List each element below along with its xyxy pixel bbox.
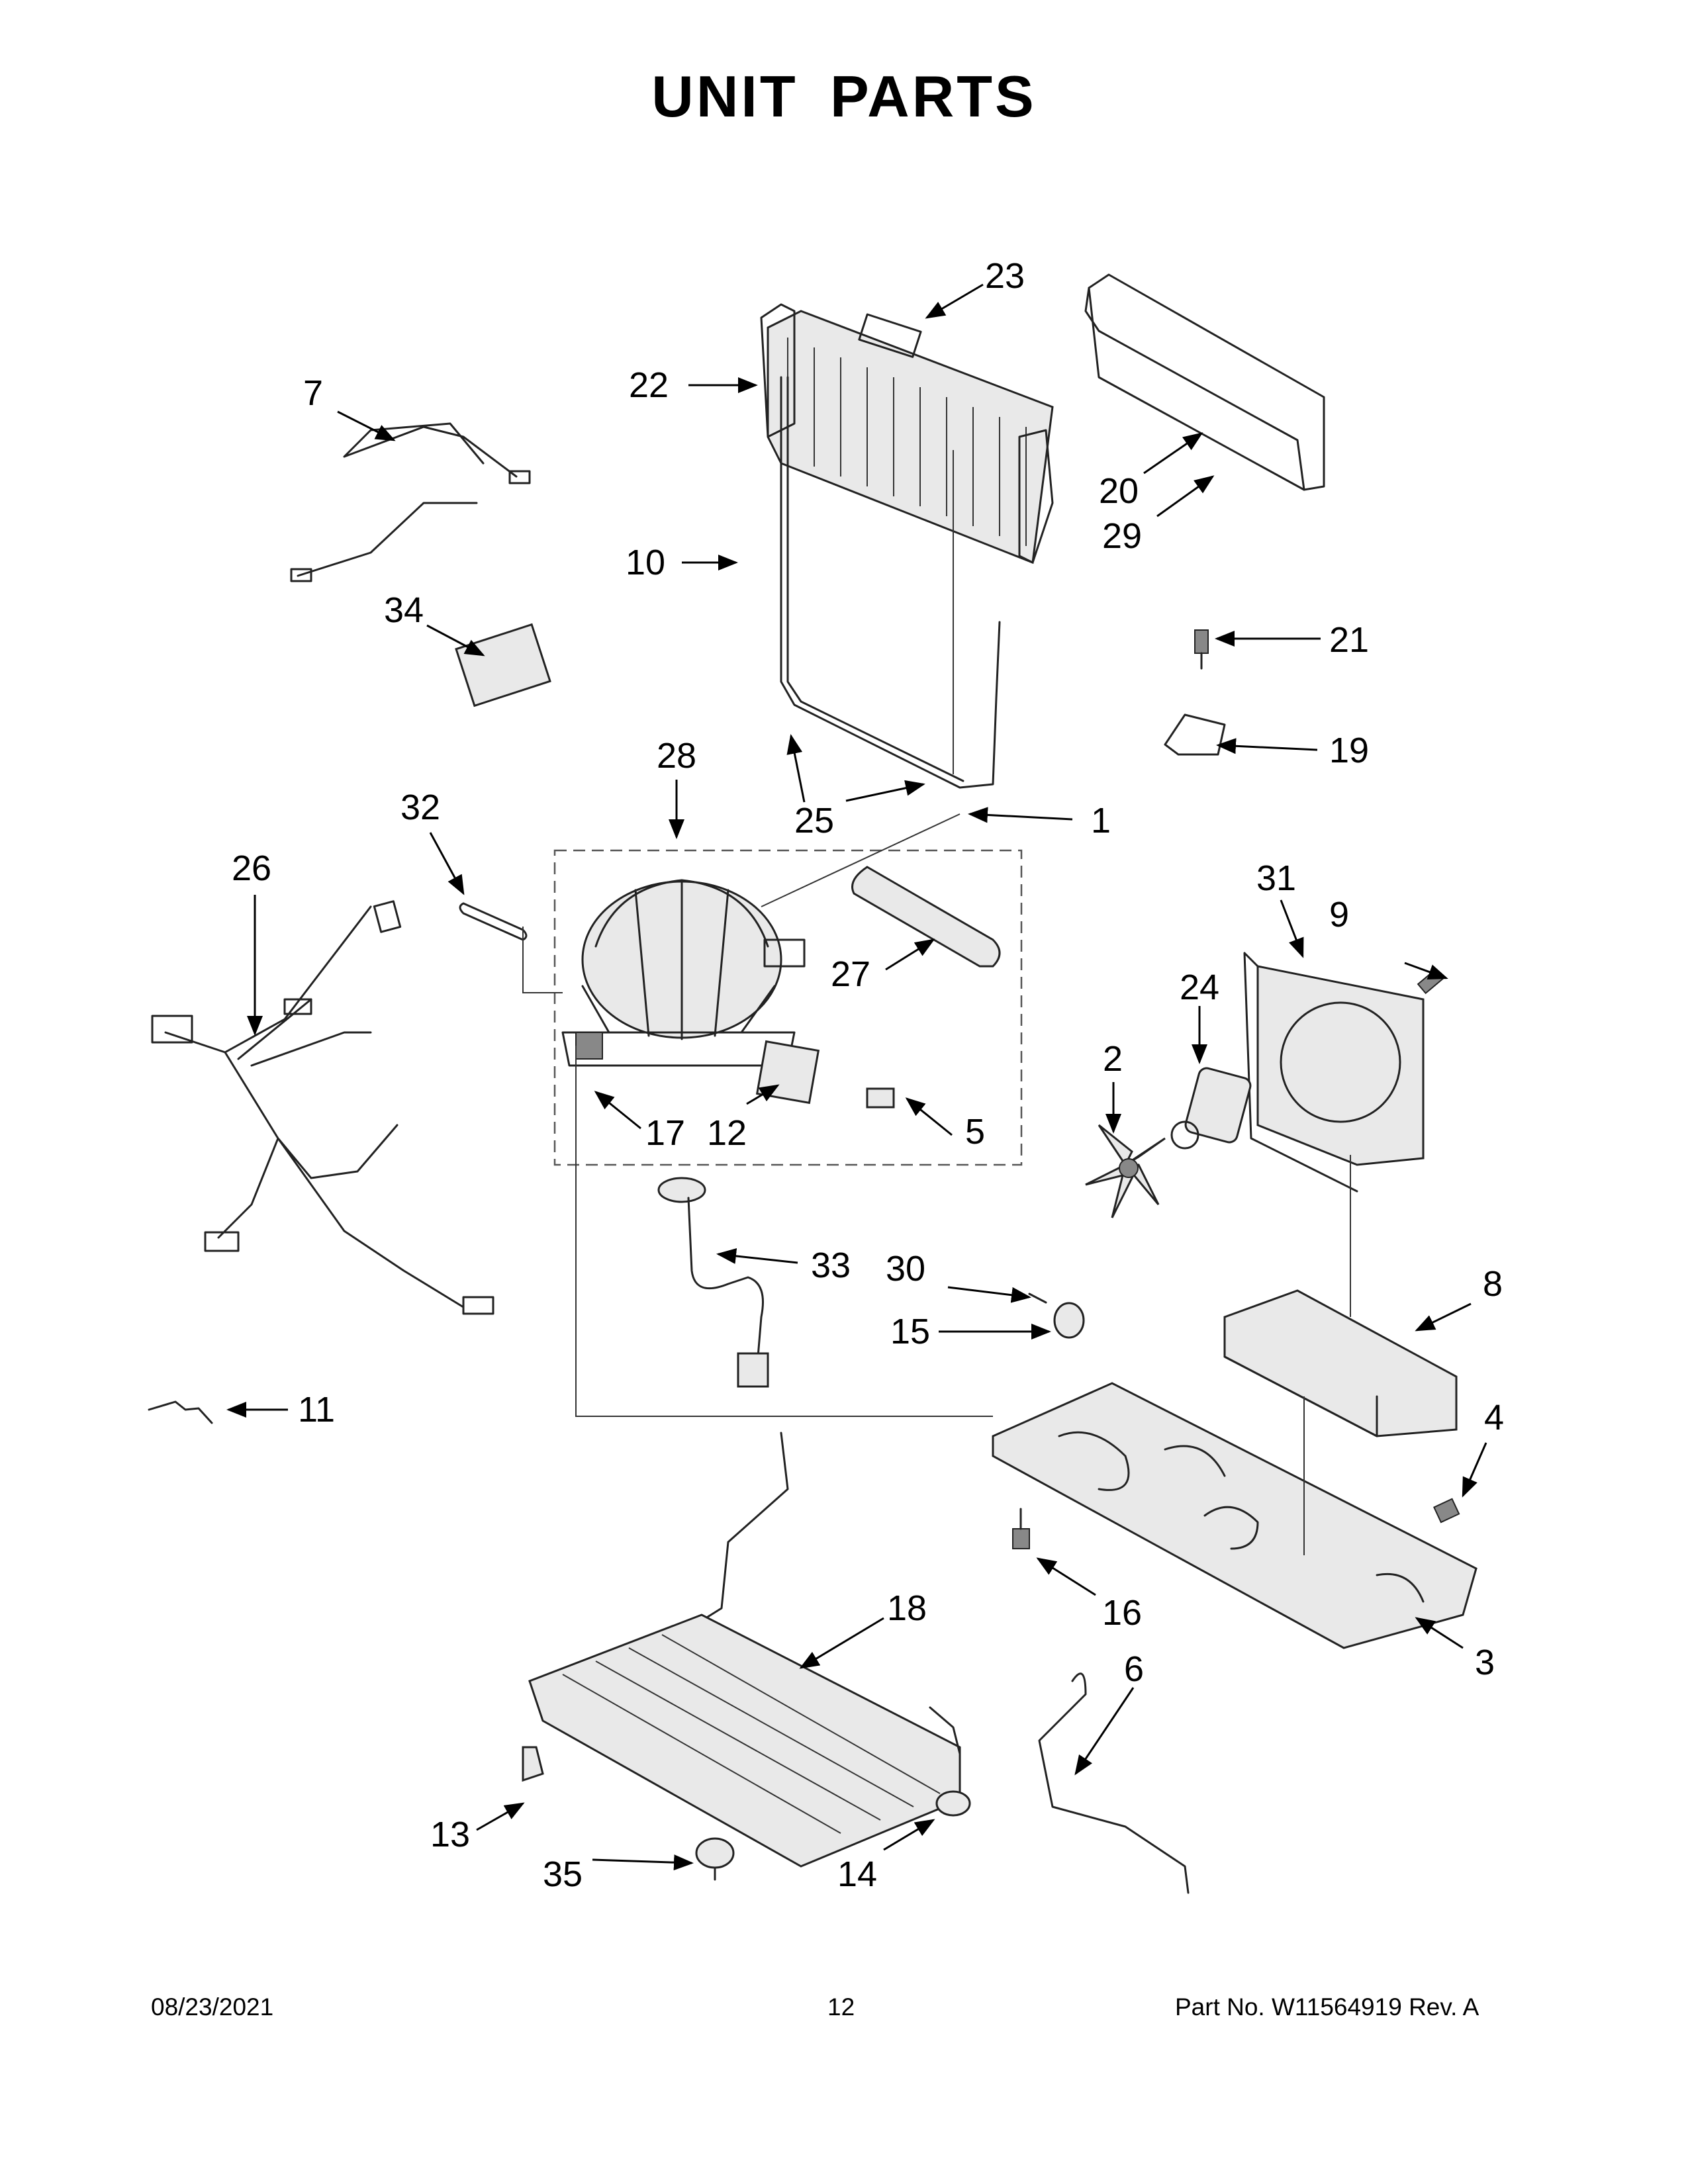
footer-date: 08/23/2021 (151, 1993, 274, 2021)
callout-28: 28 (657, 736, 696, 776)
callout-21: 21 (1329, 620, 1369, 660)
wire-harness-7 (290, 422, 531, 582)
callout-15: 15 (890, 1312, 930, 1351)
callout-18: 18 (887, 1588, 927, 1628)
callout-13: 13 (430, 1815, 470, 1854)
callout-12: 12 (707, 1113, 747, 1153)
fan-shroud (1243, 952, 1425, 1193)
pin-30 (1028, 1293, 1047, 1304)
drain-pan-8 (1223, 1289, 1458, 1437)
drier (851, 866, 1001, 968)
callout-7: 7 (303, 373, 323, 413)
overload (866, 1087, 895, 1109)
callout-35: 35 (543, 1854, 583, 1894)
condenser-coil (760, 303, 1054, 565)
footer-part-number: Part No. W11564919 Rev. A (1175, 1993, 1479, 2021)
fan-blade (1085, 1124, 1166, 1218)
footer-page-number: 12 (827, 1993, 855, 2021)
callout-34: 34 (384, 590, 424, 630)
callout-2: 2 (1103, 1039, 1123, 1079)
callout-17: 17 (645, 1113, 685, 1153)
clip-19 (1164, 713, 1226, 756)
channel-bracket (1084, 273, 1325, 491)
evaporator (528, 1432, 961, 1868)
callout-26: 26 (232, 848, 271, 888)
callout-32: 32 (400, 788, 440, 827)
callout-25: 25 (794, 801, 834, 841)
screw-4 (1433, 1498, 1460, 1524)
fan-motor (1170, 1067, 1252, 1150)
screw-21 (1194, 629, 1209, 670)
control-board (455, 623, 551, 707)
leader-lines (226, 283, 1487, 1871)
wire-clip-11 (148, 1400, 213, 1424)
callout-11: 11 (298, 1390, 335, 1430)
callout-labels: 1 2 3 4 5 6 7 8 9 10 11 12 13 14 15 16 1… (232, 256, 1504, 1894)
callout-10: 10 (626, 543, 665, 582)
callout-20: 20 (1099, 471, 1139, 511)
callout-4: 4 (1484, 1398, 1504, 1437)
callout-30: 30 (886, 1249, 925, 1289)
callout-31: 31 (1256, 858, 1296, 898)
drain-tube (657, 1177, 769, 1388)
base-pan-3 (992, 1382, 1477, 1649)
reference-line (522, 813, 1351, 1555)
callout-5: 5 (965, 1112, 985, 1152)
defrost-thermostat (695, 1837, 735, 1881)
tube-assembly (780, 376, 1001, 789)
screw-16 (1012, 1508, 1030, 1549)
callout-23: 23 (985, 256, 1025, 296)
callout-19: 19 (1329, 731, 1369, 770)
callout-1: 1 (1091, 801, 1111, 841)
page-title: UNIT PARTS (651, 64, 1037, 129)
callout-9: 9 (1329, 895, 1349, 934)
relay (755, 1040, 820, 1105)
compressor (561, 879, 806, 1067)
link-32 (459, 902, 528, 941)
callout-6: 6 (1124, 1649, 1144, 1689)
callout-16: 16 (1102, 1593, 1142, 1633)
clip-13 (522, 1746, 544, 1782)
callout-3: 3 (1475, 1643, 1495, 1682)
callout-22: 22 (629, 365, 669, 405)
wire-harness-26 (151, 900, 494, 1315)
callout-29: 29 (1102, 516, 1142, 556)
callout-33: 33 (811, 1246, 851, 1285)
callout-27: 27 (831, 954, 870, 994)
grommet-14 (935, 1790, 971, 1817)
compressor-kit-box (553, 849, 1023, 1166)
callout-8: 8 (1483, 1264, 1503, 1304)
tube-6 (1038, 1672, 1190, 1894)
callout-24: 24 (1180, 968, 1219, 1007)
callout-14: 14 (837, 1854, 877, 1894)
grommet-15 (1053, 1302, 1085, 1339)
